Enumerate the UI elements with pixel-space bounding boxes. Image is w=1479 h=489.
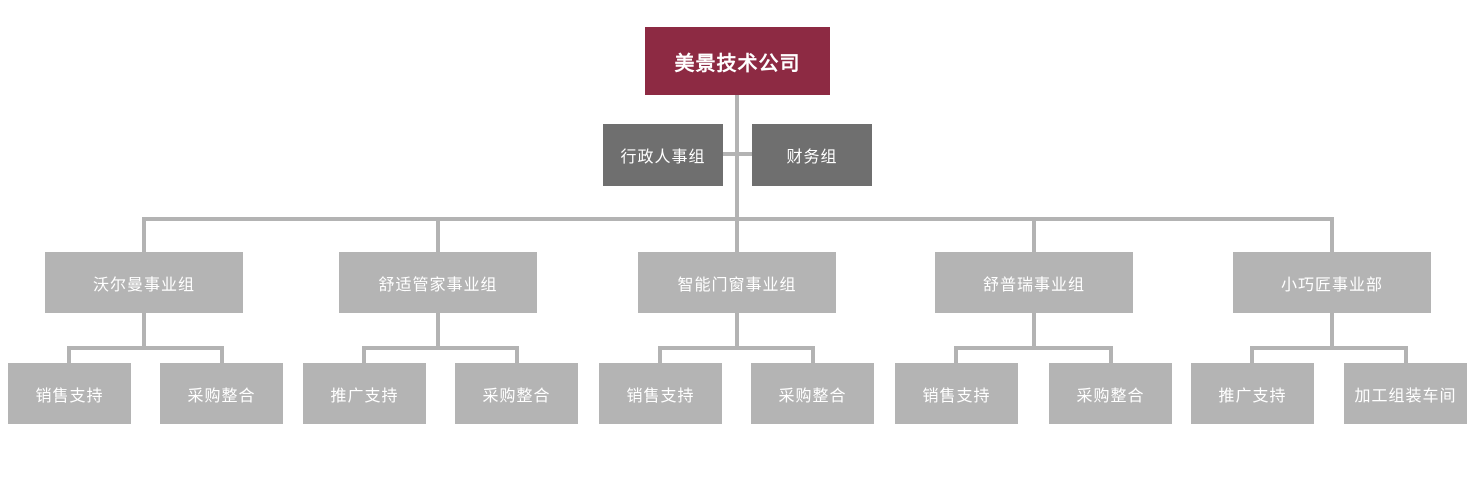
connector-drop-division-4: [1032, 217, 1036, 255]
org-node-label: 推广支持: [1218, 387, 1287, 405]
org-node-division-2-child-2[interactable]: 采购整合: [455, 363, 578, 424]
org-node-finance[interactable]: 财务组: [752, 124, 872, 186]
org-node-label: 小巧匠事业部: [1280, 276, 1383, 294]
connector-drop-leaf-2a: [362, 346, 366, 365]
connector-stem-division-3: [735, 313, 739, 350]
org-node-division-4-child-1[interactable]: 销售支持: [895, 363, 1018, 424]
connector-drop-leaf-5b: [1404, 346, 1408, 365]
org-node-division-3-child-2[interactable]: 采购整合: [751, 363, 874, 424]
connector-drop-leaf-3b: [811, 346, 815, 365]
org-node-division-5-child-1[interactable]: 推广支持: [1191, 363, 1314, 424]
org-node-label: 舒适管家事业组: [378, 276, 498, 294]
connector-subtrunk-4: [954, 346, 1113, 350]
org-node-division-1-child-2[interactable]: 采购整合: [160, 363, 283, 424]
org-node-division-2[interactable]: 舒适管家事业组: [339, 252, 537, 313]
org-node-admin-hr[interactable]: 行政人事组: [603, 124, 723, 186]
org-node-label: 沃尔曼事业组: [92, 276, 195, 294]
connector-drop-leaf-5a: [1250, 346, 1254, 365]
org-node-division-4[interactable]: 舒普瑞事业组: [935, 252, 1133, 313]
connector-drop-division-3: [735, 217, 739, 255]
connector-subtrunk-2: [362, 346, 519, 350]
connector-drop-leaf-1b: [220, 346, 224, 365]
connector-drop-leaf-1a: [67, 346, 71, 365]
org-node-division-3[interactable]: 智能门窗事业组: [638, 252, 836, 313]
org-node-label: 行政人事组: [620, 149, 706, 166]
org-node-division-5-child-2[interactable]: 加工组装车间: [1344, 363, 1467, 424]
connector-drop-leaf-3a: [658, 346, 662, 365]
connector-subtrunk-5: [1250, 346, 1408, 350]
org-node-label: 美景技术公司: [674, 52, 801, 75]
connector-staff-link: [722, 152, 752, 156]
connector-drop-leaf-2b: [515, 346, 519, 365]
org-node-label: 推广支持: [330, 387, 399, 405]
org-node-division-5[interactable]: 小巧匠事业部: [1233, 252, 1431, 313]
connector-stem-division-4: [1032, 313, 1036, 350]
connector-stem-division-2: [436, 313, 440, 350]
connector-root-stem: [735, 95, 739, 221]
connector-drop-division-1: [142, 217, 146, 255]
org-node-label: 加工组装车间: [1354, 387, 1457, 405]
org-node-label: 采购整合: [778, 387, 847, 405]
org-node-division-4-child-2[interactable]: 采购整合: [1049, 363, 1172, 424]
org-node-label: 智能门窗事业组: [677, 276, 797, 294]
connector-drop-division-2: [436, 217, 440, 255]
org-node-division-1[interactable]: 沃尔曼事业组: [45, 252, 243, 313]
org-node-company-root[interactable]: 美景技术公司: [645, 27, 830, 95]
connector-stem-division-1: [142, 313, 146, 350]
connector-subtrunk-3: [658, 346, 815, 350]
connector-subtrunk-1: [67, 346, 224, 350]
org-node-label: 舒普瑞事业组: [982, 276, 1085, 294]
org-node-division-1-child-1[interactable]: 销售支持: [8, 363, 131, 424]
org-node-label: 采购整合: [482, 387, 551, 405]
org-node-label: 财务组: [786, 149, 838, 166]
connector-drop-leaf-4a: [954, 346, 958, 365]
org-node-label: 销售支持: [922, 387, 991, 405]
org-node-label: 销售支持: [626, 387, 695, 405]
connector-stem-division-5: [1330, 313, 1334, 350]
org-node-division-2-child-1[interactable]: 推广支持: [303, 363, 426, 424]
connector-drop-division-5: [1330, 217, 1334, 255]
org-node-label: 销售支持: [35, 387, 104, 405]
org-node-label: 采购整合: [1076, 387, 1145, 405]
connector-drop-leaf-4b: [1109, 346, 1113, 365]
org-node-label: 采购整合: [187, 387, 256, 405]
org-node-division-3-child-1[interactable]: 销售支持: [599, 363, 722, 424]
